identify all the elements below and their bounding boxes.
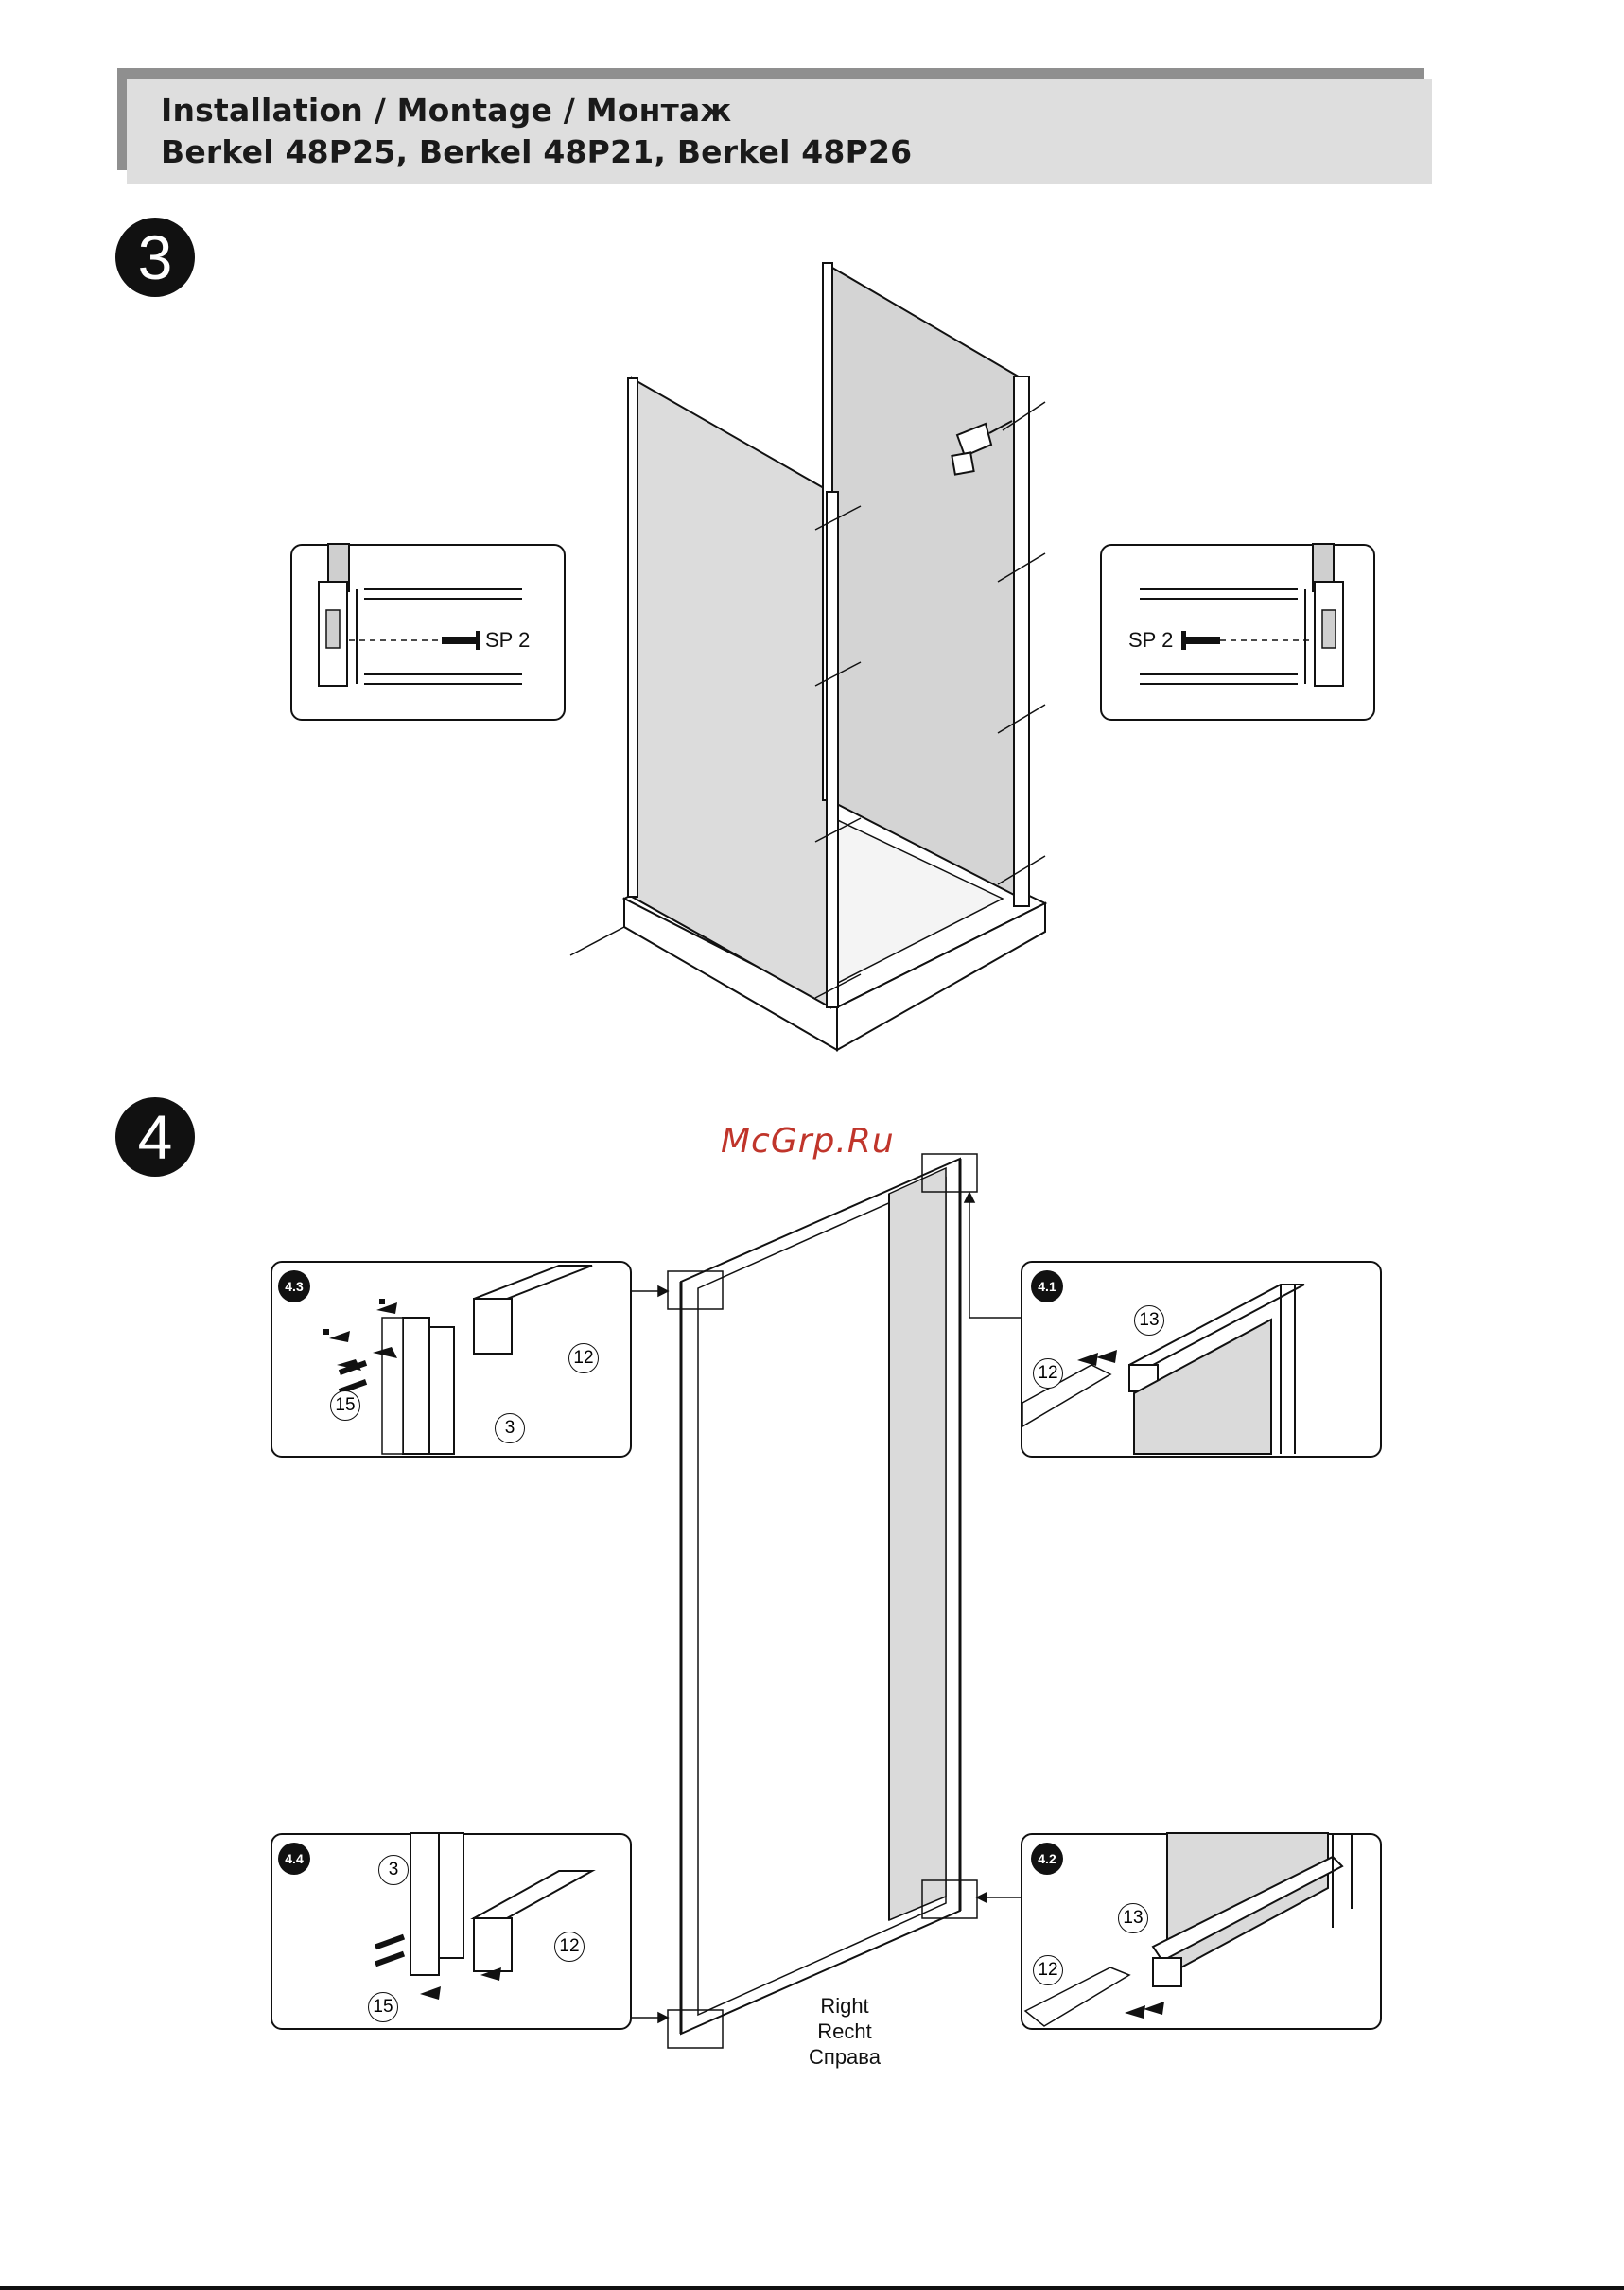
detail-4-4-badge: 4.4 bbox=[278, 1843, 310, 1875]
part-3: 3 bbox=[495, 1413, 525, 1443]
detail-4-1-drawing bbox=[1021, 1261, 1378, 1454]
part-15: 15 bbox=[368, 1992, 398, 2022]
detail-4-2-drawing bbox=[1021, 1833, 1378, 2026]
detail-4-2-badge: 4.2 bbox=[1031, 1843, 1063, 1875]
screw-label-left: SP 2 bbox=[485, 628, 530, 653]
direction-ru: Справа bbox=[783, 2044, 906, 2070]
part-3: 3 bbox=[378, 1855, 409, 1885]
part-12: 12 bbox=[568, 1343, 599, 1373]
part-13: 13 bbox=[1118, 1903, 1148, 1933]
detail-4-3-badge: 4.3 bbox=[278, 1270, 310, 1302]
part-13: 13 bbox=[1134, 1305, 1164, 1336]
part-15: 15 bbox=[330, 1390, 360, 1421]
direction-de: Recht bbox=[783, 2019, 906, 2044]
door-direction-label: Right Recht Справа bbox=[783, 1993, 906, 2070]
part-12: 12 bbox=[554, 1932, 585, 1962]
detail-4-4-drawing bbox=[271, 1833, 628, 2026]
part-12: 12 bbox=[1033, 1358, 1063, 1389]
step-3-shower-enclosure-drawing bbox=[0, 0, 1624, 1088]
direction-en: Right bbox=[783, 1993, 906, 2019]
part-12: 12 bbox=[1033, 1955, 1063, 1985]
page-bottom-rule bbox=[0, 2286, 1624, 2290]
screw-label-right: SP 2 bbox=[1128, 628, 1173, 653]
detail-4-1-badge: 4.1 bbox=[1031, 1270, 1063, 1302]
